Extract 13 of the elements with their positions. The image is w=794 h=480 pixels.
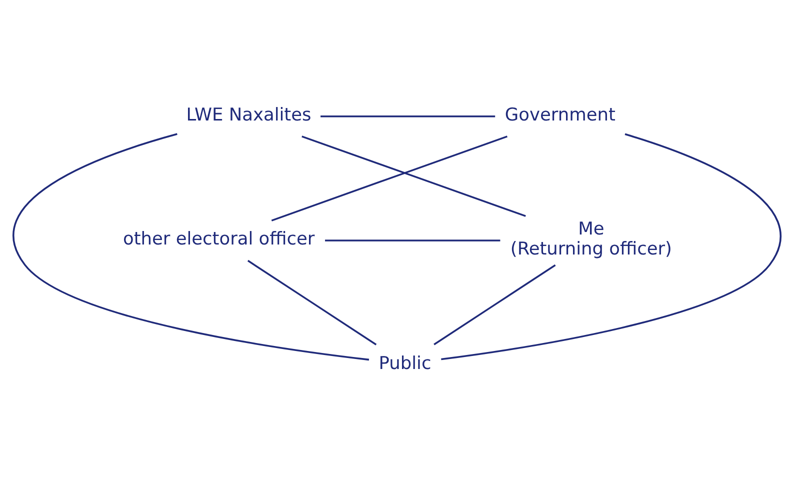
node-text: Public [378,353,432,374]
node-text: LWE Naxalites [186,105,312,126]
connector [247,259,377,345]
connector [325,239,500,241]
node-text: Government [504,105,616,126]
connector [441,132,782,360]
connector [320,115,496,117]
connector [434,264,556,345]
connector [12,132,370,360]
connector [271,135,508,221]
node-text: other electoral officer [122,229,315,250]
node-text: Me (Returning officer) [510,219,672,260]
connector [302,135,526,216]
